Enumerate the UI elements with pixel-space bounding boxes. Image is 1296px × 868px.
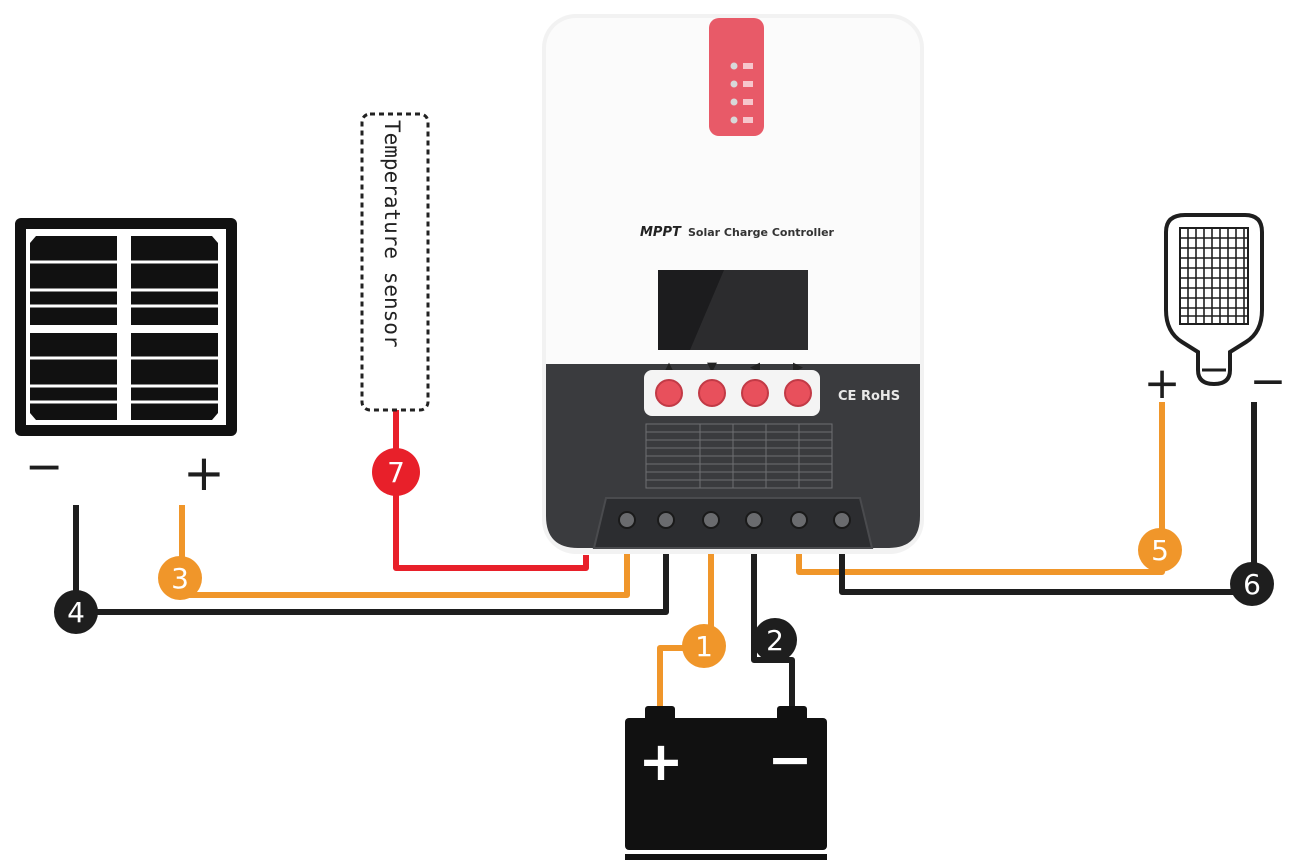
wire-badge-7: 7 <box>372 448 420 496</box>
wire-badge-1: 1 <box>682 624 726 668</box>
wire-badge-5: 5 <box>1138 528 1182 572</box>
battery-minus-symbol: − <box>767 728 812 791</box>
wire-number-4: 4 <box>67 596 85 629</box>
left-arrow-icon: ◀ <box>750 360 760 375</box>
wire-badges: 1 2 3 4 5 6 7 <box>54 448 1274 668</box>
wire-badge-4: 4 <box>54 590 98 634</box>
wire-badge-2: 2 <box>753 618 797 662</box>
solar-minus-symbol: − <box>25 439 64 493</box>
wire-6-path <box>839 402 1257 595</box>
right-button[interactable] <box>784 379 812 407</box>
certification-marks: CE RoHS <box>838 389 900 404</box>
up-button[interactable] <box>655 379 683 407</box>
wire-badge-6: 6 <box>1230 562 1274 606</box>
controller-name: Solar Charge Controller <box>688 226 835 239</box>
wire-number-3: 3 <box>171 562 189 595</box>
lamp-load <box>1164 213 1264 387</box>
temperature-sensor-label: Temperature sensor <box>380 120 404 348</box>
down-button[interactable] <box>698 379 726 407</box>
solar-plus-symbol: + <box>183 444 225 502</box>
controller-brand: MPPT <box>640 225 682 240</box>
load-plus-symbol: + <box>1144 358 1181 409</box>
battery <box>625 706 827 860</box>
wire-number-2: 2 <box>766 624 784 657</box>
load-minus-symbol: − <box>1250 356 1287 407</box>
right-arrow-icon: ▶ <box>793 360 803 375</box>
wire-4-path <box>73 505 669 615</box>
wire-number-5: 5 <box>1151 534 1169 567</box>
terminals <box>618 511 851 529</box>
up-arrow-icon: ▲ <box>664 360 674 375</box>
wire-badge-3: 3 <box>158 556 202 600</box>
wire-3-path <box>179 505 630 598</box>
solar-panel <box>15 218 237 436</box>
down-arrow-icon: ▼ <box>707 360 717 375</box>
spec-table <box>645 423 833 489</box>
left-button[interactable] <box>741 379 769 407</box>
wire-number-1: 1 <box>695 630 713 663</box>
battery-plus-symbol: + <box>638 730 683 793</box>
charge-controller: MPPT Solar Charge Controller ▲ ▼ ◀ ▶ CE … <box>542 14 924 554</box>
wire-number-6: 6 <box>1243 568 1261 601</box>
temperature-sensor: Temperature sensor <box>360 112 430 412</box>
status-leds <box>730 62 753 124</box>
button-arrows: ▲ ▼ ◀ ▶ <box>664 360 803 375</box>
wire-number-7: 7 <box>387 456 405 489</box>
